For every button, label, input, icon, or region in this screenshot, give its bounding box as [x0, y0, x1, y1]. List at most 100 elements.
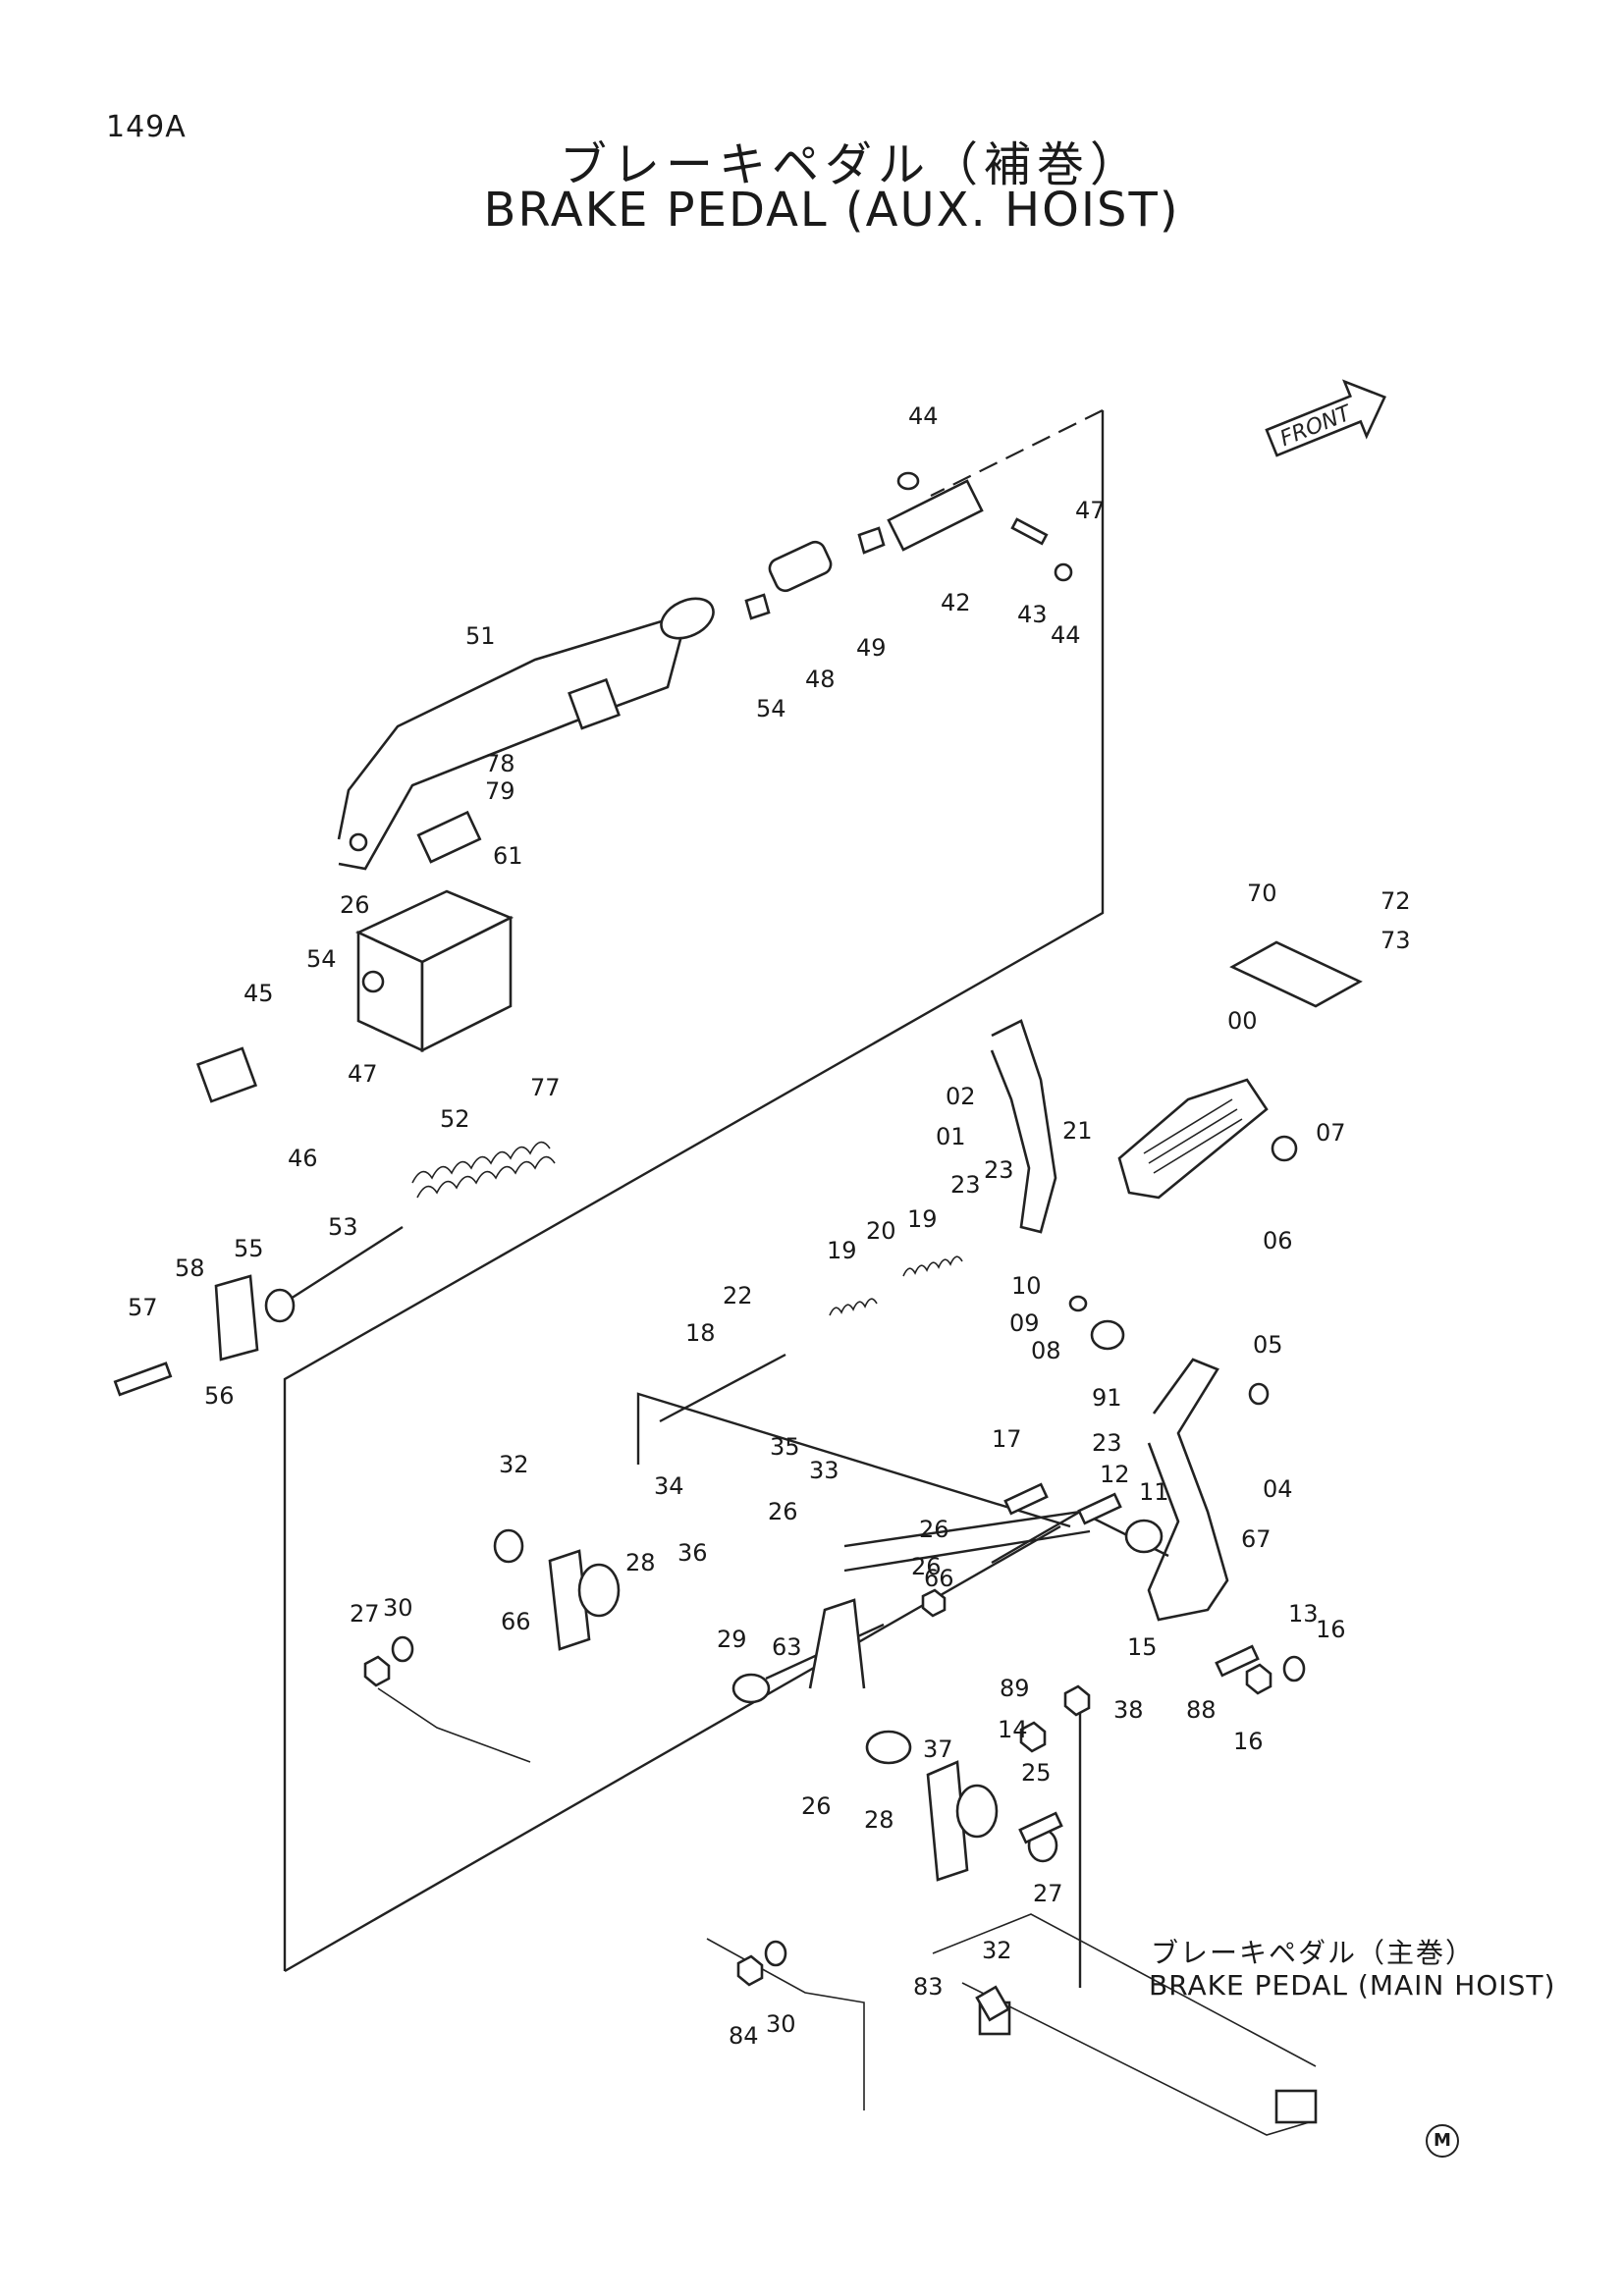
title-japanese: ブレーキペダル（補巻） — [559, 137, 1143, 192]
callout-45: 45 — [244, 980, 274, 1007]
callout-02: 02 — [946, 1083, 976, 1110]
plate-55 — [214, 1274, 259, 1362]
callout-61: 61 — [493, 842, 523, 870]
callout-28: 28 — [864, 1806, 894, 1834]
callout-26: 26 — [801, 1792, 832, 1820]
callout-55: 55 — [234, 1235, 264, 1262]
callout-26: 26 — [768, 1498, 798, 1525]
callout-08: 08 — [1031, 1337, 1061, 1364]
callout-32: 32 — [982, 1937, 1012, 1964]
callout-20: 20 — [866, 1217, 896, 1245]
sheet-id: 149A — [106, 110, 187, 144]
callout-36: 36 — [677, 1539, 708, 1567]
main-hoist-label-en: BRAKE PEDAL (MAIN HOIST) — [1149, 1969, 1556, 2002]
callout-47: 47 — [1075, 497, 1106, 524]
callout-12: 12 — [1100, 1461, 1130, 1488]
callout-63: 63 — [772, 1633, 802, 1661]
callout-27: 27 — [1033, 1880, 1063, 1907]
callout-26: 26 — [340, 891, 370, 919]
brake-valve-61 — [354, 810, 514, 1053]
rod-18 — [659, 1353, 786, 1423]
callout-14: 14 — [998, 1716, 1028, 1743]
main-hoist-label-jp: ブレーキペダル（主巻） — [1151, 1937, 1476, 1969]
callout-54: 54 — [306, 945, 337, 973]
upper-connector-line — [930, 409, 1104, 497]
shaft-frame — [636, 1392, 1169, 1573]
callout-49: 49 — [856, 634, 887, 662]
callout-53: 53 — [328, 1213, 358, 1241]
callout-23: 23 — [950, 1171, 981, 1199]
callout-26: 26 — [919, 1516, 949, 1543]
callout-91: 91 — [1092, 1384, 1122, 1412]
rod-48-nut-49-54 — [744, 526, 886, 620]
callout-13: 13 — [1288, 1600, 1319, 1628]
callout-44: 44 — [1051, 621, 1081, 649]
callout-51: 51 — [465, 622, 496, 650]
callout-38: 38 — [1113, 1696, 1144, 1724]
callout-46: 46 — [288, 1145, 318, 1172]
callout-16: 16 — [1316, 1616, 1346, 1643]
callout-66: 66 — [501, 1608, 531, 1635]
callout-18: 18 — [685, 1319, 716, 1347]
clevis-42 — [887, 471, 1073, 582]
callout-05: 05 — [1253, 1331, 1283, 1359]
callout-23: 23 — [1092, 1429, 1122, 1457]
plate-70 — [1229, 940, 1363, 1008]
small-hardware — [363, 1135, 1306, 2022]
callout-32: 32 — [499, 1451, 529, 1478]
callout-19: 19 — [907, 1205, 938, 1233]
callout-26: 26 — [911, 1553, 942, 1580]
callout-48: 48 — [805, 666, 836, 693]
callout-67: 67 — [1241, 1525, 1272, 1553]
callout-15: 15 — [1127, 1633, 1158, 1661]
bolt-57 — [113, 1362, 173, 1397]
callout-89: 89 — [1000, 1675, 1030, 1702]
callout-58: 58 — [175, 1255, 205, 1282]
callout-79: 79 — [485, 777, 515, 805]
callout-70: 70 — [1247, 880, 1277, 907]
callout-16: 16 — [1233, 1728, 1264, 1755]
washer-53 — [264, 1288, 296, 1323]
pedal-arm-01 — [990, 1019, 1057, 1234]
callout-78: 78 — [485, 750, 515, 777]
main-frame-outline — [377, 1687, 1318, 2136]
callout-42: 42 — [941, 589, 971, 616]
lever-arm-51 — [337, 597, 715, 871]
callout-11: 11 — [1139, 1478, 1169, 1506]
callout-72: 72 — [1380, 887, 1411, 915]
callout-35: 35 — [770, 1433, 800, 1461]
callout-27: 27 — [350, 1600, 380, 1628]
callout-07: 07 — [1316, 1119, 1346, 1147]
shaft-25 — [731, 1598, 912, 1765]
callout-43: 43 — [1017, 601, 1048, 628]
callout-28: 28 — [625, 1549, 656, 1576]
rod-53 — [279, 1225, 404, 1308]
bracket-45 — [195, 1046, 258, 1103]
revision-mark: M — [1426, 2124, 1459, 2158]
callout-04: 04 — [1263, 1475, 1293, 1503]
callout-01: 01 — [936, 1123, 966, 1150]
callout-33: 33 — [809, 1457, 839, 1484]
callout-66: 66 — [924, 1565, 954, 1592]
brake-pedal-00 — [1117, 1078, 1269, 1200]
callout-44: 44 — [908, 402, 939, 430]
title-english: BRAKE PEDAL (AUX. HOIST) — [483, 183, 1180, 238]
callout-30: 30 — [383, 1594, 413, 1622]
callout-56: 56 — [204, 1382, 235, 1410]
callout-88: 88 — [1186, 1696, 1217, 1724]
callout-73: 73 — [1380, 927, 1411, 954]
callout-37: 37 — [923, 1735, 953, 1763]
callout-23: 23 — [984, 1156, 1014, 1184]
callout-34: 34 — [654, 1472, 684, 1500]
callout-29: 29 — [717, 1626, 747, 1653]
spring-19b — [829, 1298, 878, 1316]
callout-25: 25 — [1021, 1759, 1052, 1787]
callout-10: 10 — [1011, 1272, 1042, 1300]
callout-83: 83 — [913, 1973, 944, 2001]
front-arrow-icon: FRONT — [1265, 379, 1386, 457]
callout-77: 77 — [530, 1074, 561, 1101]
callout-21: 21 — [1062, 1117, 1093, 1145]
callout-19: 19 — [827, 1237, 857, 1264]
